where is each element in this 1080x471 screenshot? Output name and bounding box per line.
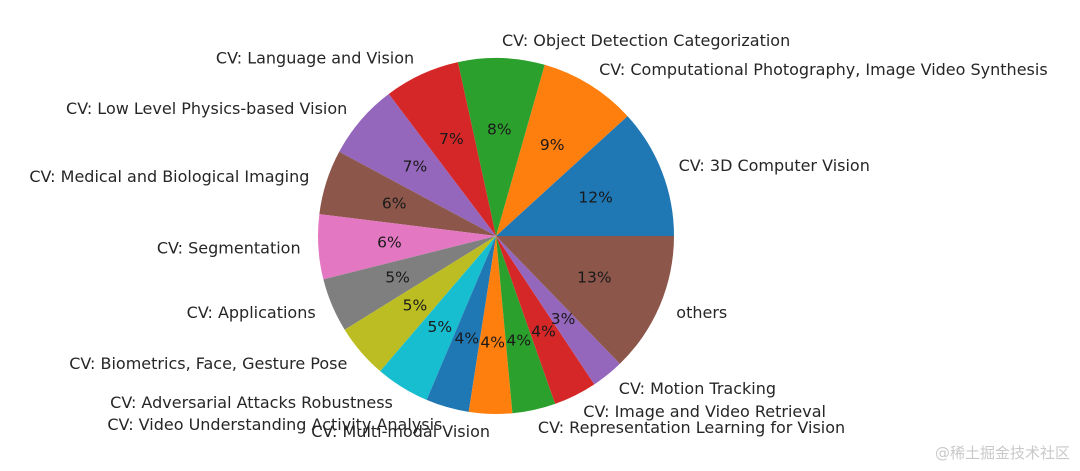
pie-slice-cv-image-and-video-retrieval [496, 236, 595, 404]
slice-label: CV: Segmentation [157, 239, 301, 258]
slice-label: CV: Representation Learning for Vision [538, 418, 845, 437]
percent-label: 6% [377, 234, 402, 252]
slice-label: CV: Adversarial Attacks Robustness [110, 393, 393, 412]
slice-label: CV: Computational Photography, Image Vid… [599, 60, 1048, 79]
percent-label: 7% [439, 130, 464, 148]
percent-label: 7% [403, 158, 428, 176]
percent-label: 13% [577, 269, 611, 287]
percent-label: 4% [507, 331, 532, 349]
slice-label: others [676, 303, 727, 322]
pie-slice-cv-3d-computer-vision [496, 116, 674, 236]
slice-labels: CV: 3D Computer Vision CV: Computational … [29, 31, 1047, 441]
pie-slice-cv-object-detection-categorization [457, 58, 545, 236]
percent-label: 4% [480, 334, 505, 352]
slice-label: CV: Applications [187, 303, 316, 322]
slice-label: CV: Video Understanding Activity Analysi… [107, 415, 442, 434]
percent-label: 3% [551, 310, 576, 328]
slice-label: CV: Image and Video Retrieval [583, 402, 826, 421]
pie-slice-cv-low-level-physics-based-vision [339, 93, 496, 236]
percent-label: 4% [455, 330, 480, 348]
percent-label: 5% [428, 318, 453, 336]
pie-slices [318, 58, 674, 414]
slice-label: CV: Motion Tracking [619, 379, 776, 398]
pie-slice-cv-video-understanding-activity-analysis [426, 236, 496, 412]
pie-slice-cv-representation-learning-for-vision [496, 236, 556, 414]
percent-label: 9% [540, 136, 565, 154]
slice-label: CV: Low Level Physics-based Vision [66, 99, 347, 118]
pie-slice-cv-segmentation [318, 214, 496, 280]
slice-label: CV: Biometrics, Face, Gesture Pose [69, 354, 347, 373]
slice-label: CV: 3D Computer Vision [679, 156, 870, 175]
percent-label: 5% [385, 269, 410, 287]
pie-slice-cv-medical-and-biological-imaging [319, 151, 496, 236]
percent-label: 4% [531, 323, 556, 341]
pie-slice-cv-computational-photography-image-video-synthesis [496, 64, 628, 236]
pie-slice-cv-multi-modal-vision [468, 236, 513, 414]
percent-label: 12% [578, 188, 612, 206]
pie-slice-others [496, 236, 674, 364]
slice-label: CV: Object Detection Categorization [502, 31, 790, 50]
watermark: @稀土掘金技术社区 [934, 444, 1070, 462]
pie-slice-cv-biometrics-face-gesture-pose [344, 236, 496, 372]
percent-label: 6% [382, 195, 407, 213]
slice-label: CV: Language and Vision [216, 49, 414, 68]
pie-slice-cv-language-and-vision [388, 62, 496, 237]
pie-slice-cv-applications [323, 236, 496, 330]
slice-label: CV: Multi-modal Vision [311, 422, 490, 441]
slice-label: CV: Medical and Biological Imaging [29, 167, 309, 186]
percent-labels: 12%9%8%7%7%6%6%5%5%5%4%4%4%4%3%13% [377, 120, 613, 351]
pie-slice-cv-adversarial-attacks-robustness [380, 236, 496, 400]
percent-label: 8% [487, 120, 512, 138]
percent-label: 5% [403, 297, 428, 315]
pie-slice-cv-motion-tracking [496, 236, 620, 385]
